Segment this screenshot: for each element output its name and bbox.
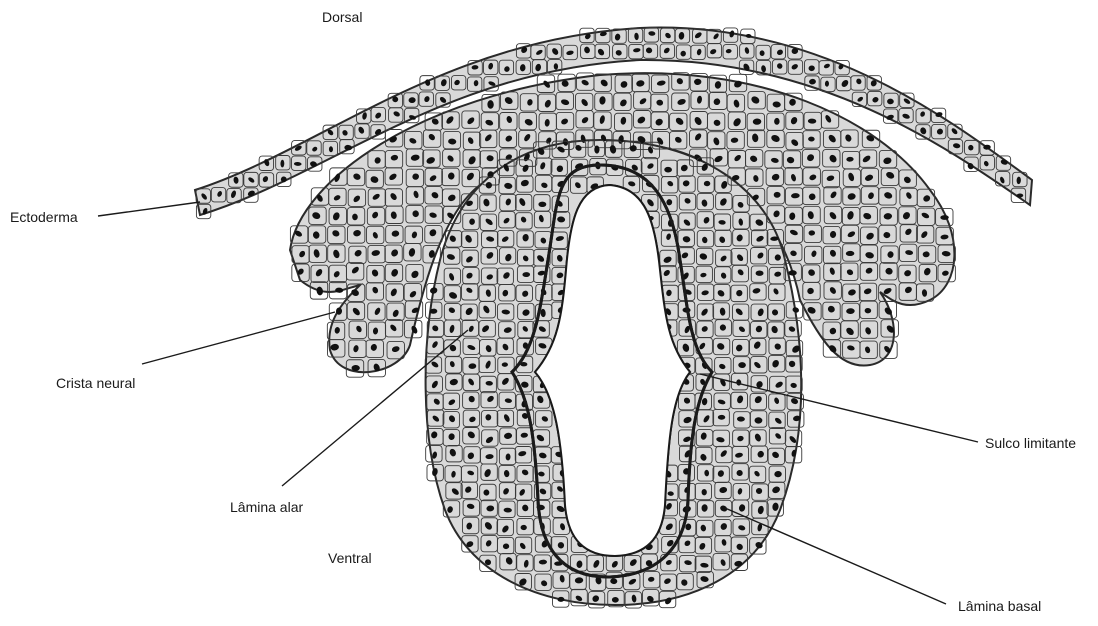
ventral-label: Ventral	[328, 550, 372, 566]
lamina-basal-leader	[725, 508, 946, 604]
crista-neural-label: Crista neural	[56, 375, 135, 391]
cell-nucleus	[538, 202, 546, 207]
cell-nucleus	[756, 271, 764, 276]
ectoderma-label: Ectoderma	[10, 209, 78, 225]
cell-nucleus	[788, 270, 796, 275]
dorsal-label: Dorsal	[322, 9, 362, 25]
lamina-alar-label: Lâmina alar	[230, 499, 303, 515]
crista-neural-leader	[142, 312, 335, 364]
lamina-basal-label: Lâmina basal	[958, 598, 1041, 614]
sulco-limitante-label: Sulco limitante	[985, 435, 1076, 451]
ectoderma-leader	[98, 202, 200, 216]
